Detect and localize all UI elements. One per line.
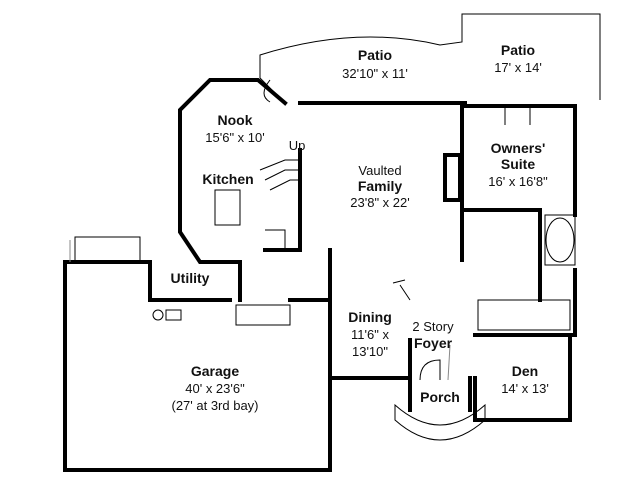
- owners-suite-label-2: Suite: [501, 156, 535, 172]
- dining-label: Dining: [348, 309, 392, 325]
- dining-size-2: 13'10": [352, 344, 388, 359]
- garage-note: (27' at 3rd bay): [171, 398, 258, 413]
- nook-size: 15'6" x 10': [205, 130, 264, 145]
- utility-label: Utility: [171, 270, 210, 286]
- owners-suite-size: 16' x 16'8": [488, 174, 548, 189]
- patio-right-size: 17' x 14': [494, 60, 542, 75]
- kitchen-label: Kitchen: [202, 171, 253, 187]
- patio-main-size: 32'10" x 11': [342, 66, 408, 81]
- owners-suite-label-1: Owners': [491, 140, 546, 156]
- porch-label: Porch: [420, 389, 460, 405]
- exterior-walls: [63, 78, 577, 472]
- foyer-label: Foyer: [414, 335, 453, 351]
- family-prefix: Vaulted: [358, 163, 401, 178]
- fixtures: [69, 79, 576, 441]
- nook-label: Nook: [218, 112, 253, 128]
- dining-size-1: 11'6" x: [351, 327, 389, 342]
- garage-label: Garage: [191, 363, 239, 379]
- family-size: 23'8" x 22': [350, 195, 409, 210]
- patio-outline: [259, 13, 601, 104]
- den-label: Den: [512, 363, 538, 379]
- interior-walls: [238, 104, 572, 380]
- foyer-prefix: 2 Story: [412, 319, 454, 334]
- garage-size: 40' x 23'6": [185, 381, 245, 396]
- family-label: Family: [358, 178, 403, 194]
- patio-right-label: Patio: [501, 42, 535, 58]
- patio-main-label: Patio: [358, 47, 392, 63]
- den-size: 14' x 13': [501, 381, 549, 396]
- stairs-up-label: Up: [289, 138, 306, 153]
